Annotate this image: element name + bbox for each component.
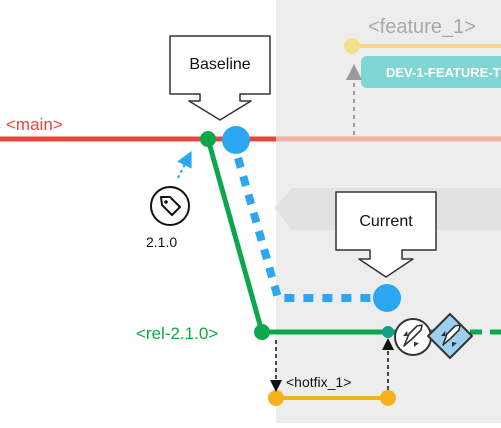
current-callout-text: Current bbox=[359, 213, 413, 230]
hotfix-end-node[interactable] bbox=[380, 390, 396, 406]
release-branch-diagonal bbox=[205, 138, 265, 333]
release-branch-label: <rel-2.1.0> bbox=[136, 324, 218, 343]
tag-icon[interactable] bbox=[150, 186, 190, 226]
tag-label: 2.1.0 bbox=[146, 234, 177, 250]
release-commit-node[interactable] bbox=[254, 324, 270, 340]
release-hotfix-merge-node[interactable] bbox=[382, 326, 394, 338]
feature-branch-label: <feature_1> bbox=[368, 16, 476, 38]
rocket-icon[interactable] bbox=[394, 318, 432, 356]
hotfix-branch-label: <hotfix_1> bbox=[286, 374, 351, 390]
feature-branch-start bbox=[344, 38, 360, 54]
baseline-callout bbox=[169, 35, 271, 121]
feature-task-label: DEV-1-FEATURE-T bbox=[386, 65, 501, 80]
main-branch-label: <main> bbox=[6, 115, 63, 134]
baseline-callout-text: Baseline bbox=[189, 56, 250, 73]
current-marker[interactable] bbox=[373, 284, 401, 312]
baseline-marker[interactable] bbox=[222, 126, 250, 154]
rocket-diamond-icon[interactable] bbox=[427, 313, 473, 359]
tag-pointer-arrow bbox=[177, 150, 192, 179]
baseline-to-current-path bbox=[234, 156, 378, 302]
current-callout bbox=[335, 191, 437, 278]
feature-task-badge[interactable] bbox=[361, 56, 501, 88]
hotfix-start-node[interactable] bbox=[268, 390, 284, 406]
release-branch-point bbox=[200, 131, 216, 147]
